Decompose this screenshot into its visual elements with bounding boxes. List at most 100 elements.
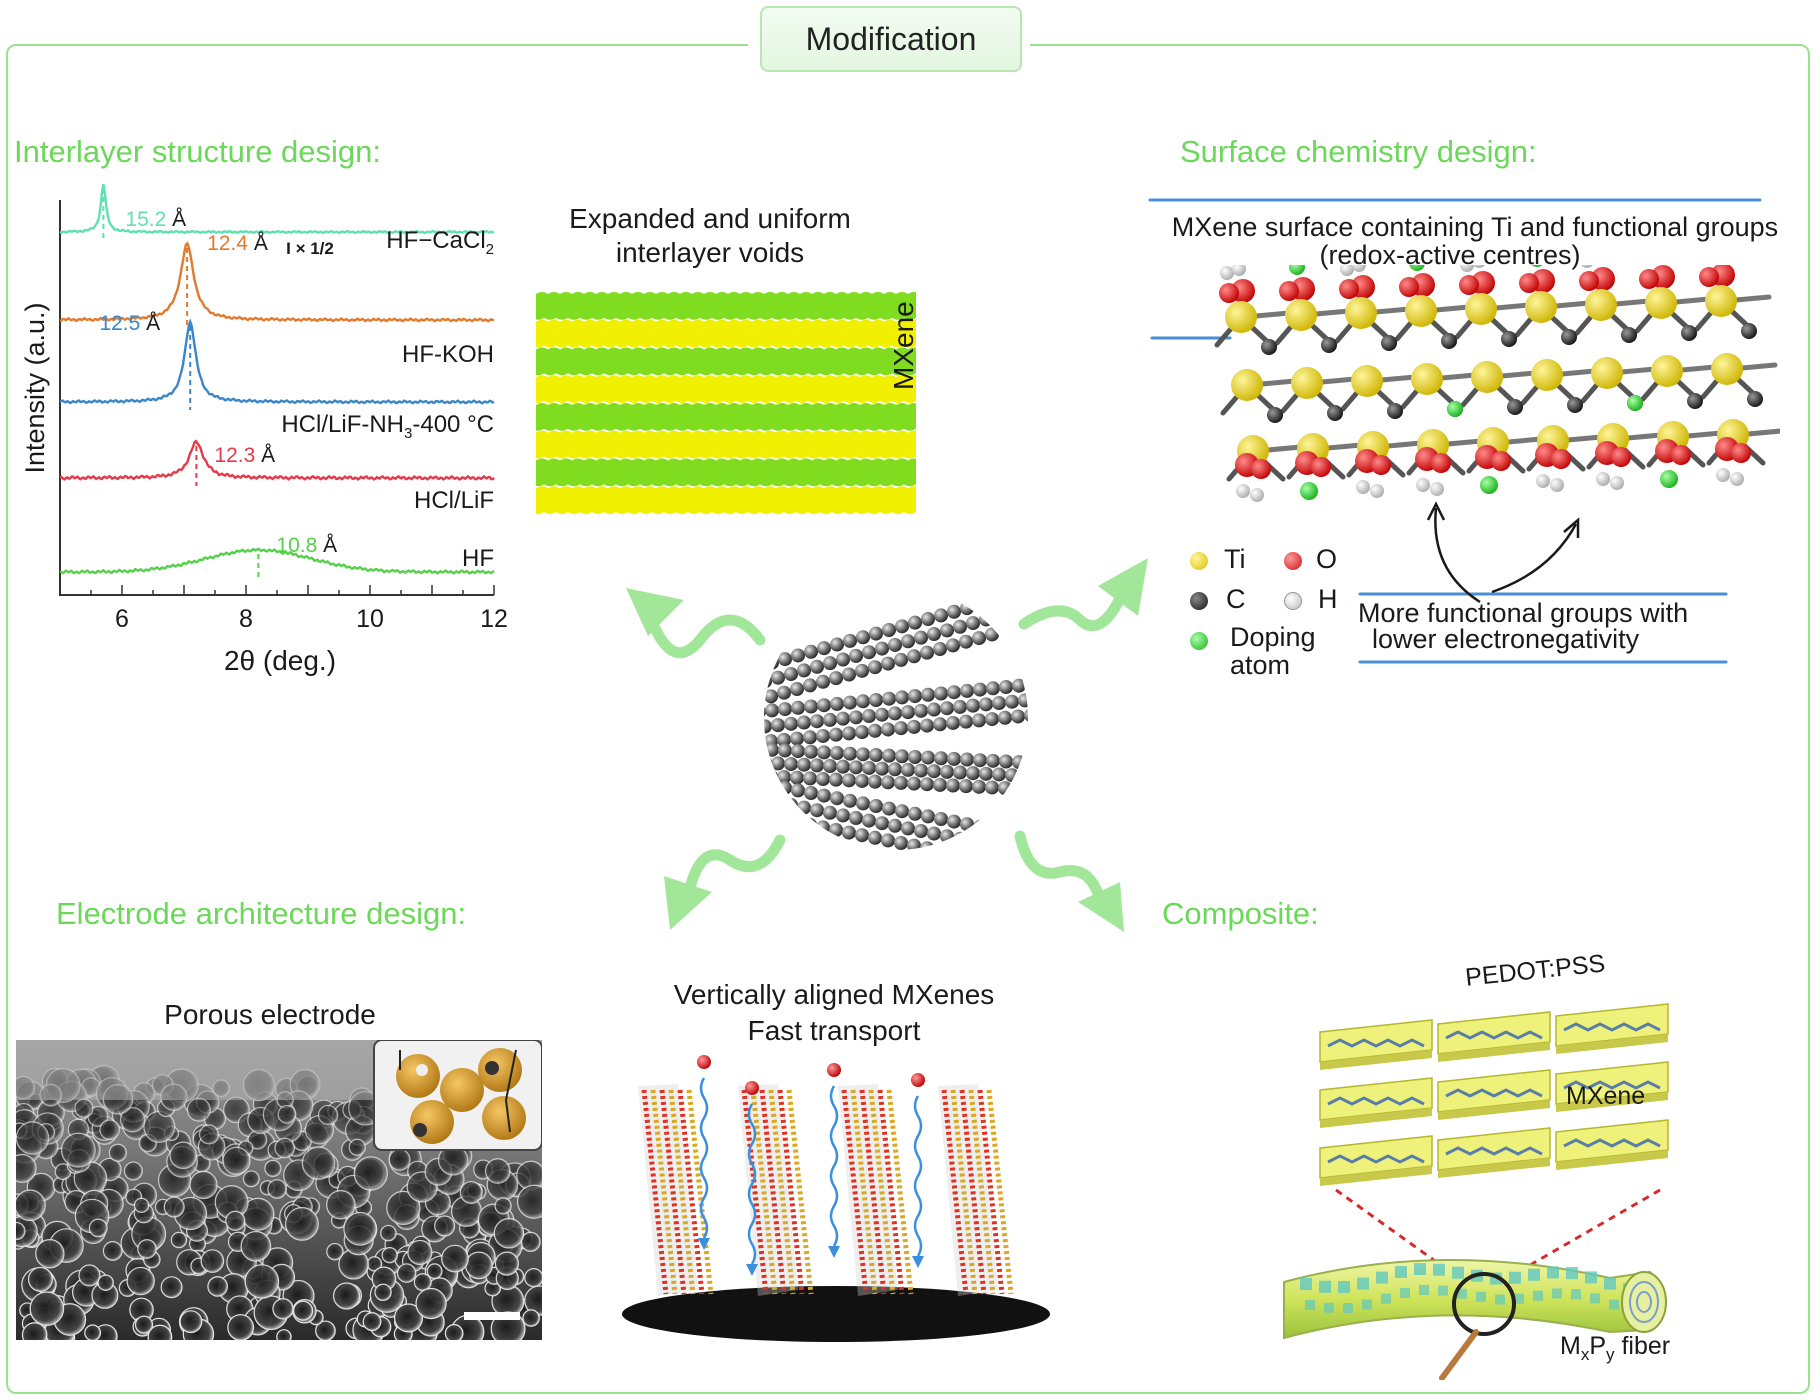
mxene-sheet-edge	[1438, 1042, 1550, 1062]
sphere-atom	[810, 714, 824, 729]
porous-electrode-sem-image	[16, 1040, 542, 1340]
mxene-sheet	[768, 1089, 796, 1295]
sphere-atom	[1031, 769, 1036, 783]
legend-c-label: C	[1226, 584, 1246, 614]
sem-pore	[16, 1153, 37, 1184]
fiber-pattern-mark	[1514, 1293, 1524, 1304]
surface-decor-lines	[1148, 198, 1762, 664]
sphere-atom	[940, 829, 954, 844]
sem-pore	[186, 1097, 211, 1122]
sphere-atom	[881, 656, 895, 671]
carbon-atom	[1687, 393, 1703, 409]
sphere-atom	[998, 710, 1012, 725]
titanium-atom	[1705, 285, 1737, 317]
sphere-atom	[894, 775, 908, 790]
sphere-atom	[869, 693, 883, 707]
sem-pore	[315, 1320, 336, 1340]
sphere-atom	[868, 774, 882, 789]
xrd-x-tick-label: 10	[356, 605, 384, 633]
sphere-atom	[986, 593, 1000, 608]
sphere-atom	[907, 838, 921, 850]
sphere-atom	[764, 659, 766, 674]
xrd-series-label-main: HF-KOH	[402, 341, 494, 368]
sphere-atom	[907, 649, 921, 664]
sphere-atom	[784, 798, 798, 812]
sphere-atom	[973, 753, 987, 768]
sphere-atom	[869, 799, 883, 813]
vertically-aligned-mxenes-schematic	[622, 1055, 1050, 1342]
sphere-atom	[855, 773, 869, 788]
stack-layer	[536, 458, 916, 487]
carbon-atom	[1267, 407, 1283, 423]
xrd-series-label-tail: -400 °C	[412, 411, 494, 438]
sem-pore	[74, 1098, 94, 1118]
sphere-atom	[895, 690, 909, 705]
sem-pore	[35, 1238, 65, 1269]
sphere-atom	[797, 715, 811, 730]
legend-h-label: H	[1318, 584, 1338, 614]
titanium-atom	[1465, 293, 1497, 325]
mxene-sheet	[750, 1089, 778, 1295]
surface-note-line2: lower electronegativity	[1372, 624, 1640, 654]
fiber-pattern-mark	[1362, 1299, 1372, 1310]
sphere-atom	[764, 755, 772, 770]
hydrogen-atom	[1250, 488, 1264, 502]
sphere-atom	[764, 719, 772, 734]
sphere-atom	[1031, 692, 1036, 706]
sphere-atom	[921, 612, 935, 627]
xrd-series-label-main: HF	[462, 545, 494, 572]
sphere-atom	[895, 619, 909, 634]
sphere-atom	[908, 615, 922, 630]
sphere-atom	[947, 604, 961, 619]
sphere-atom	[790, 815, 804, 830]
oxygen-atom	[1311, 457, 1331, 477]
mxene-sheet-edge	[1438, 1100, 1550, 1120]
sphere-atom	[881, 775, 895, 790]
sphere-atom	[901, 705, 915, 720]
titanium-atom	[1351, 365, 1383, 397]
sphere-atom	[985, 854, 999, 858]
sphere-atom	[764, 807, 765, 822]
titanium-atom	[1471, 361, 1503, 393]
ion-transport-path	[699, 1077, 709, 1239]
sphere-atom	[998, 857, 1012, 858]
sem-pore	[200, 1249, 225, 1273]
sphere-atom	[888, 637, 902, 652]
sem-pore	[343, 1211, 377, 1246]
sphere-atom	[920, 841, 934, 850]
oxygen-atom	[1251, 459, 1271, 479]
titanium-atom	[1405, 295, 1437, 327]
stack-layer	[536, 430, 916, 459]
sphere-atom	[771, 718, 785, 733]
sphere-atom	[855, 725, 869, 740]
sphere-atom	[999, 754, 1013, 769]
sphere-atom	[764, 792, 772, 807]
sphere-atom	[920, 645, 934, 660]
sphere-atom	[986, 822, 1000, 837]
sphere-atom	[868, 830, 882, 845]
fiber-pattern-mark	[1319, 1280, 1331, 1293]
xrd-d-spacing-label: 15.2 Å	[125, 208, 186, 231]
sphere-atom	[895, 749, 909, 764]
ion-sphere	[697, 1055, 711, 1069]
fiber-pattern-mark	[1604, 1277, 1616, 1290]
mxene-sheet-edge	[1556, 1092, 1668, 1112]
fiber-pattern-mark	[1400, 1287, 1410, 1298]
sem-pore	[119, 1107, 146, 1133]
pore-schematic-inset	[373, 1040, 542, 1151]
xrd-series-5: 10.8 Å HF	[59, 534, 495, 580]
xrd-d-spacing-label: 10.8 Å	[276, 534, 337, 557]
hydrogen-atom	[1370, 484, 1384, 498]
sphere-atom	[765, 778, 779, 793]
sem-pore	[108, 1143, 128, 1162]
sphere-atom	[914, 763, 928, 778]
ion-transport-arrowhead	[698, 1238, 710, 1250]
sphere-atom	[791, 700, 805, 715]
sphere-atom	[868, 660, 882, 675]
sphere-atom	[778, 780, 792, 795]
mxene-sheet	[850, 1089, 878, 1295]
sphere-atom	[868, 723, 882, 738]
sphere-atom	[907, 776, 921, 791]
sphere-atom	[908, 806, 922, 821]
xrd-unit: Å	[172, 208, 186, 231]
